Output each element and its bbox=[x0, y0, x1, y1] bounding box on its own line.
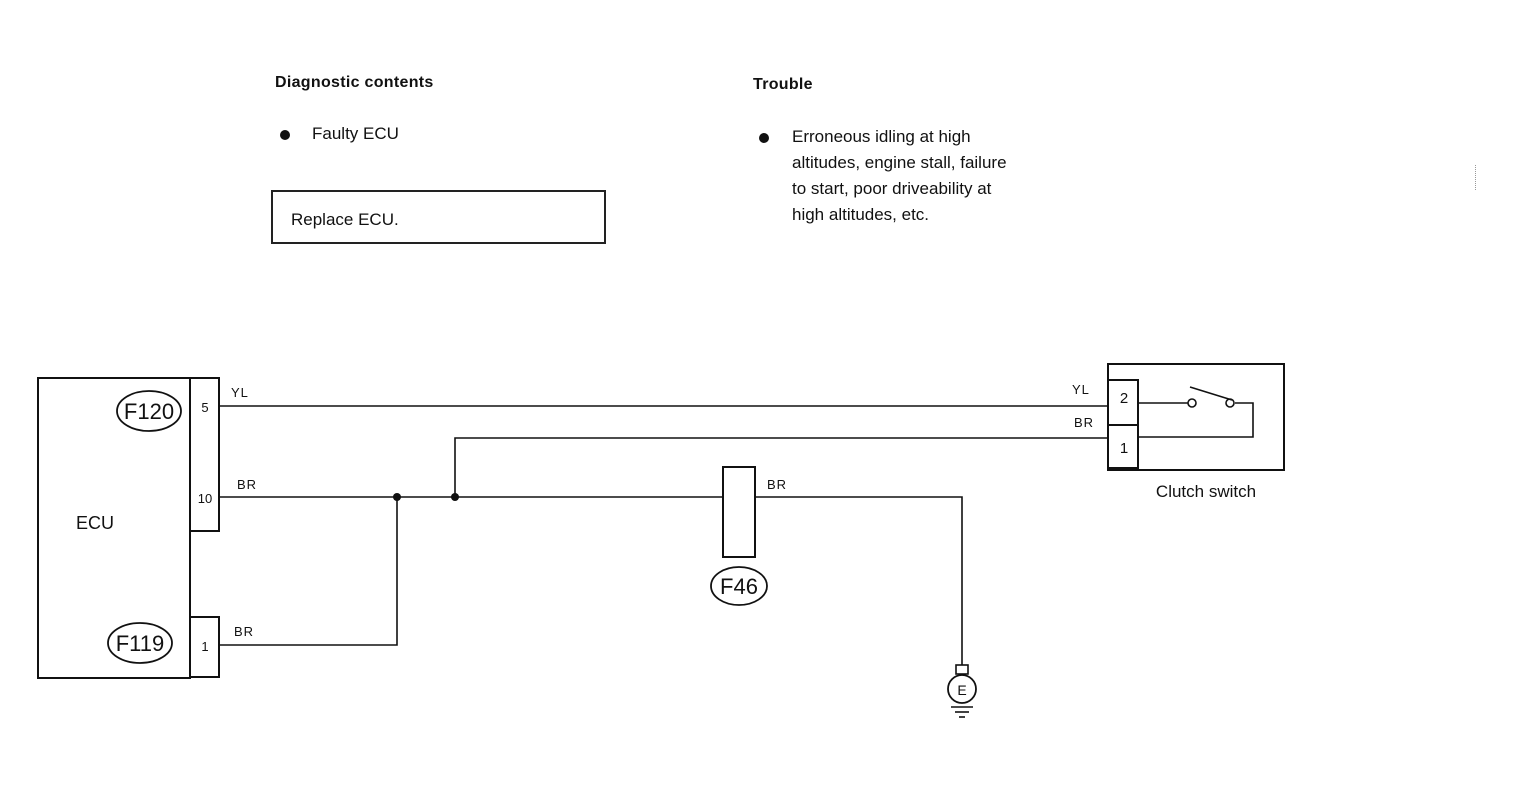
diagnostic-heading: Diagnostic contents bbox=[275, 74, 434, 91]
trouble-line: altitudes, engine stall, failure bbox=[792, 153, 1007, 172]
wire-label-br: BR bbox=[767, 477, 787, 492]
trouble-heading: Trouble bbox=[753, 76, 813, 93]
f119-connector-block bbox=[189, 616, 220, 678]
clutch-switch-label: Clutch switch bbox=[1156, 482, 1256, 501]
switch-pin-1: 1 bbox=[1120, 440, 1128, 457]
ecu-pin-1: 1 bbox=[201, 639, 208, 654]
wire-br-ground bbox=[755, 496, 963, 665]
f119-oval bbox=[107, 622, 173, 664]
f120-label: F120 bbox=[124, 399, 174, 424]
junction-dot bbox=[451, 493, 459, 501]
ground-icon: E bbox=[947, 664, 977, 718]
trouble-text: Erroneous idling at high altitudes, engi… bbox=[792, 124, 1007, 228]
f46-oval bbox=[710, 566, 768, 606]
ecu-label: ECU bbox=[76, 513, 114, 533]
ecu-pin-5: 5 bbox=[201, 400, 208, 415]
bullet-icon bbox=[759, 133, 769, 143]
wire-label-yl: YL bbox=[1072, 382, 1090, 397]
trouble-line: high altitudes, etc. bbox=[792, 205, 930, 224]
action-box: Replace ECU. bbox=[271, 190, 606, 244]
switch-contact bbox=[1225, 398, 1235, 408]
f46-label: F46 bbox=[720, 574, 758, 599]
wire-br-pin1 bbox=[219, 497, 398, 646]
f120-oval bbox=[116, 390, 182, 432]
switch-pin-2: 2 bbox=[1120, 390, 1128, 407]
f119-label: F119 bbox=[116, 631, 165, 656]
trouble-line: Erroneous idling at high bbox=[792, 127, 971, 146]
f46-connector-block bbox=[722, 466, 756, 558]
f120-connector-block bbox=[189, 377, 220, 532]
ecu-pin-10: 10 bbox=[198, 491, 212, 506]
wire-label-br: BR bbox=[234, 624, 254, 639]
bullet-icon bbox=[280, 130, 290, 140]
wire-br-switch bbox=[454, 437, 1108, 497]
wire-label-br: BR bbox=[237, 477, 257, 492]
trouble-line: to start, poor driveability at bbox=[792, 179, 992, 198]
scan-speck bbox=[1475, 165, 1477, 190]
junction-dot bbox=[393, 493, 401, 501]
switch-lever bbox=[1189, 386, 1233, 401]
wire-label-br: BR bbox=[1074, 415, 1094, 430]
wire-label-yl: YL bbox=[231, 385, 249, 400]
action-text: Replace ECU. bbox=[291, 210, 399, 229]
ground-label: E bbox=[957, 682, 966, 698]
switch-contact bbox=[1187, 398, 1197, 408]
diagnostic-item: Faulty ECU bbox=[312, 124, 399, 143]
switch-wire-b bbox=[1138, 402, 1254, 438]
